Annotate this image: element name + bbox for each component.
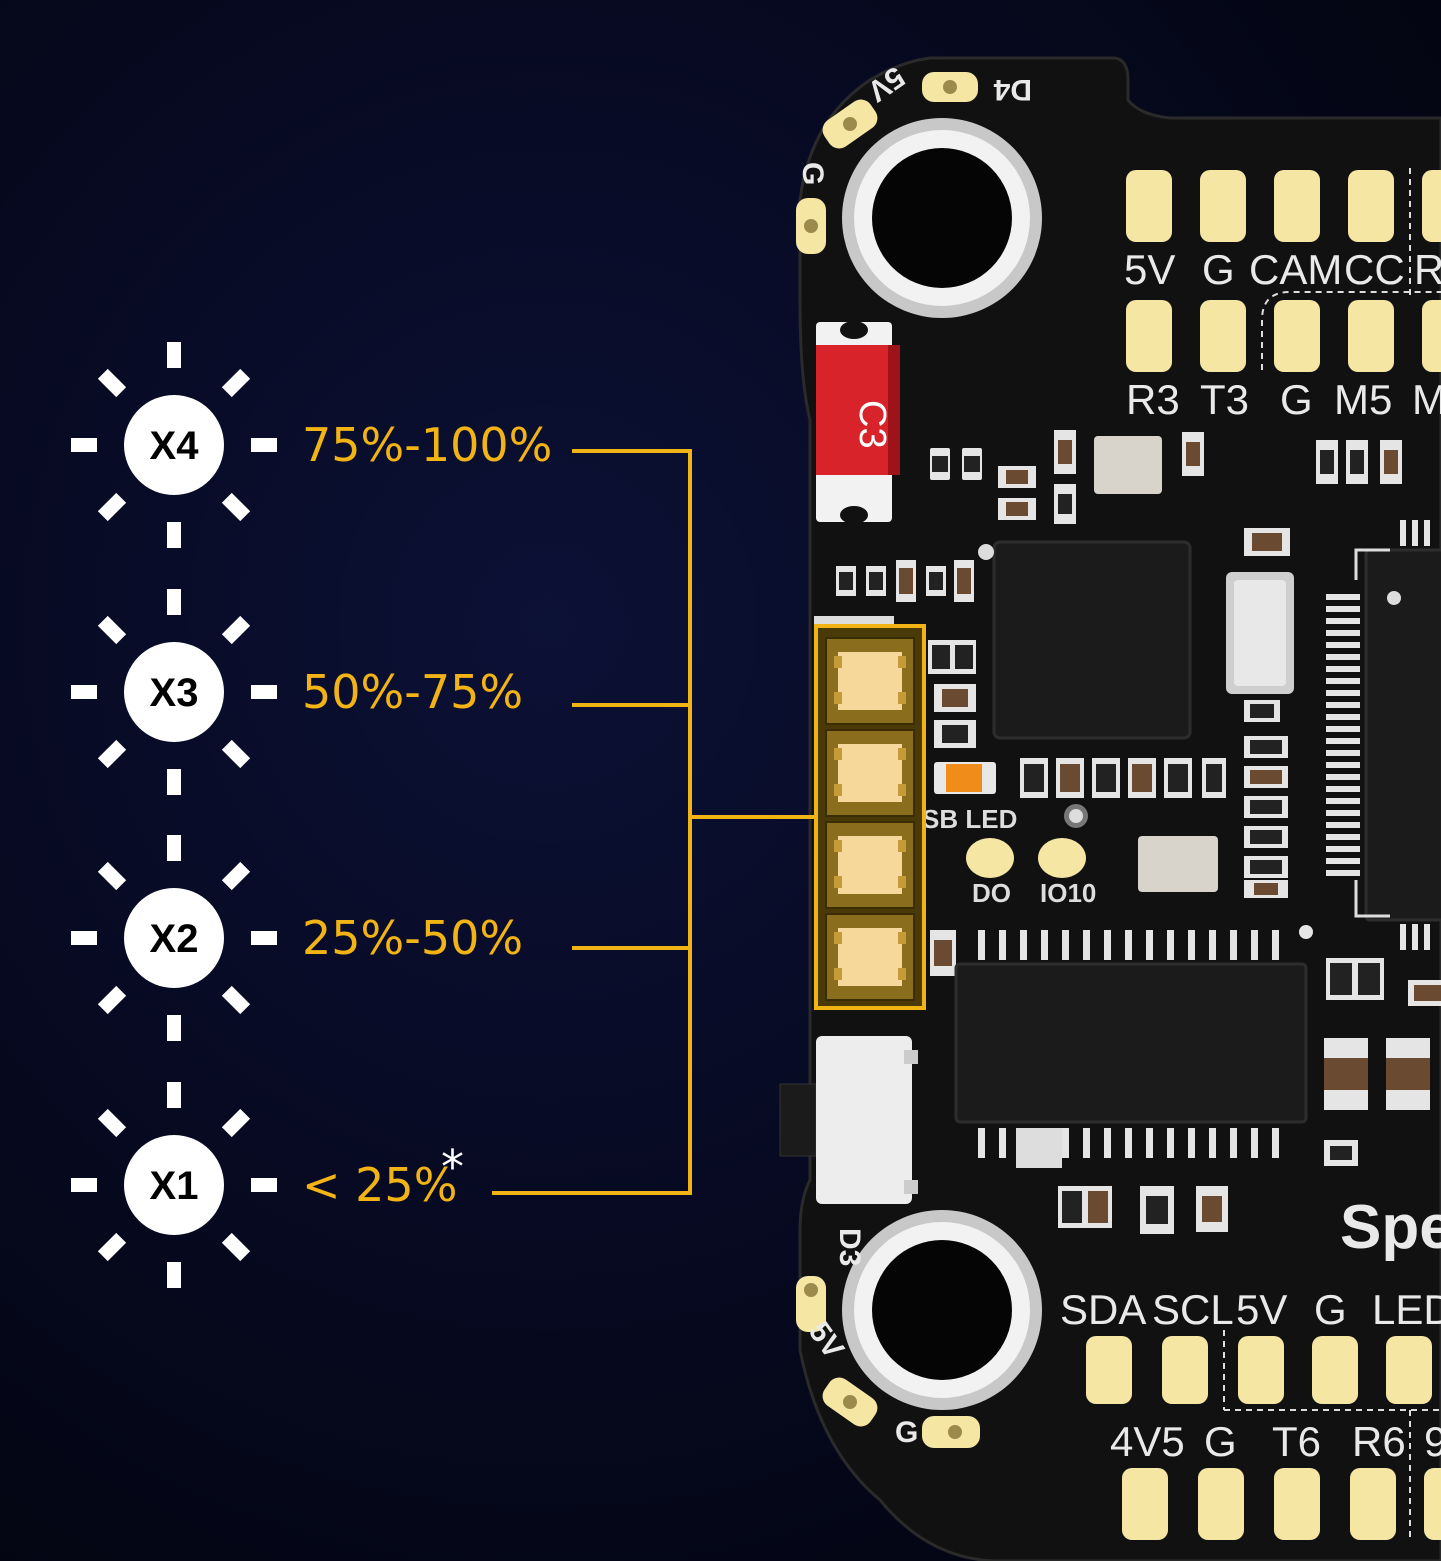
battery-led-strip xyxy=(814,616,926,1010)
corner-label-d3: D3 xyxy=(833,1228,866,1266)
ic-mcu xyxy=(1354,548,1441,922)
boot-switch xyxy=(779,1036,1062,1204)
led-on-icon xyxy=(71,589,277,795)
led-on-icon xyxy=(71,1082,277,1288)
led-4 xyxy=(825,637,915,725)
level-item-x1: X1 < 25%* xyxy=(71,1082,464,1288)
pad-label-9: 9 xyxy=(1424,1418,1441,1465)
level-label: X3 xyxy=(150,671,199,715)
level-range: 75%-100% xyxy=(302,418,552,472)
level-range: < 25% xyxy=(302,1158,457,1212)
level-item-x2: X2 25%-50% xyxy=(71,835,523,1041)
pad-do-label: DO xyxy=(972,878,1011,908)
pad-label-m5: M5 xyxy=(1334,376,1392,423)
smd-components xyxy=(836,430,1441,1234)
led-2 xyxy=(825,821,915,909)
corner-label-d4: D4 xyxy=(993,73,1032,106)
pad-label-sda: SDA xyxy=(1060,1286,1146,1333)
pad-label-cc: CC xyxy=(1344,246,1405,293)
pad-label-t6: T6 xyxy=(1272,1418,1321,1465)
pad-label-g-b: G xyxy=(1314,1286,1347,1333)
pad-label-r3: R3 xyxy=(1126,376,1180,423)
pad-label-5v-b: 5V xyxy=(1236,1286,1287,1333)
pad-label-r6: R6 xyxy=(1352,1418,1406,1465)
pad-label-g: G xyxy=(1202,246,1235,293)
pad-io10-label: IO10 xyxy=(1040,878,1096,908)
level-item-x4: X4 75%-100% xyxy=(71,342,552,548)
pad-label-t3: T3 xyxy=(1200,376,1249,423)
led-1 xyxy=(825,913,915,1001)
level-item-x3: X3 50%-75% xyxy=(71,589,523,795)
corner-label-g-bottom: G xyxy=(895,1416,918,1449)
led-on-icon xyxy=(71,835,277,1041)
pad-label-5v: 5V xyxy=(1124,246,1175,293)
corner-label-g-top: G xyxy=(796,162,829,185)
led-3 xyxy=(825,729,915,817)
ic-osd xyxy=(954,962,1308,1124)
level-range: 25%-50% xyxy=(302,911,523,965)
pad-label-scl: SCL xyxy=(1152,1286,1234,1333)
brand-text: Spe xyxy=(1340,1193,1441,1262)
top-pads-row1: 5V G CAM CC R xyxy=(1124,168,1441,370)
pad-label-led: LED xyxy=(1372,1286,1441,1333)
level-label: X1 xyxy=(150,1164,199,1208)
top-pads-row2: R3 T3 G M5 M xyxy=(1126,300,1441,423)
mcu-pins xyxy=(1326,520,1430,950)
bottom-pads-row1: SDA SCL 5V G LED xyxy=(1060,1286,1441,1540)
pad-label-r: R xyxy=(1414,246,1441,293)
usb-status-led: SB LED xyxy=(922,762,1088,834)
pad-label-m: M xyxy=(1412,376,1441,423)
pad-label-g2: G xyxy=(1280,376,1313,423)
led-on-icon xyxy=(71,342,277,548)
bottom-pads-row2: 4V5 G T6 R6 9 xyxy=(1110,1418,1441,1540)
pad-label-g-b2: G xyxy=(1204,1418,1237,1465)
battery-level-legend: X4 75%-100% X3 50%-75% X2 25%-50% X1 < 25%* xyxy=(71,342,552,1288)
level-label: X2 xyxy=(150,917,199,961)
pad-label-cam: CAM xyxy=(1249,246,1342,293)
crystal-oscillator xyxy=(1226,572,1294,694)
mount-hole-top xyxy=(842,118,1042,318)
ic-gyro xyxy=(978,540,1192,740)
mount-hole-bottom xyxy=(842,1210,1042,1410)
capacitor-label: C3 xyxy=(851,400,893,449)
solder-pads-do-io10: DO IO10 xyxy=(966,838,1096,908)
pad-label-4v5: 4V5 xyxy=(1110,1418,1185,1465)
flight-controller-board: D4 5V G D3 5V G 5V G CAM CC R xyxy=(779,56,1441,1561)
usb-led-label: SB LED xyxy=(922,804,1017,834)
level-range: 50%-75% xyxy=(302,665,523,719)
capacitor-c3: C3 xyxy=(816,321,900,524)
footnote-asterisk: * xyxy=(441,1140,464,1194)
level-label: X4 xyxy=(150,424,200,468)
bracket-connector xyxy=(492,449,816,1195)
